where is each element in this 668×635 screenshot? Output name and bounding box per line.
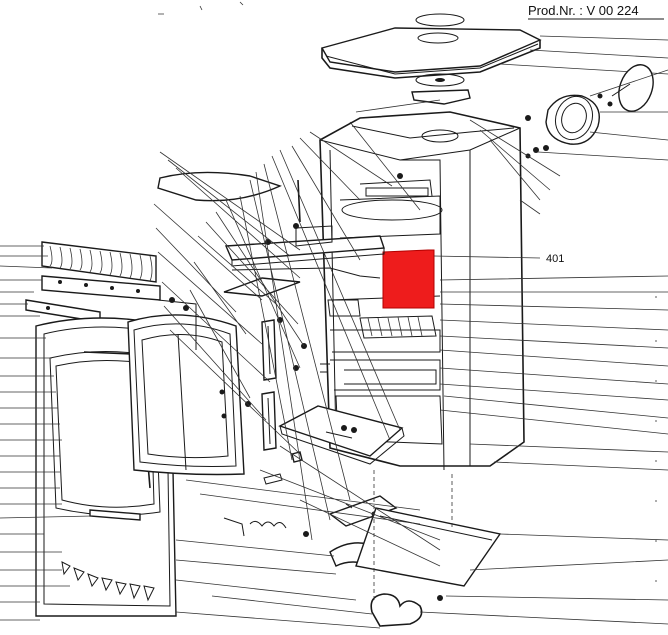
part-401-highlight	[382, 249, 435, 309]
door-rails	[157, 299, 277, 451]
left-leaders	[0, 245, 93, 621]
center-leaders	[291, 99, 441, 261]
right-leaders	[419, 119, 668, 625]
foot-bolt	[437, 595, 443, 601]
ash-pan	[278, 405, 405, 465]
leg-bracket	[370, 593, 423, 627]
flue-collar	[525, 64, 668, 161]
product-number: Prod.Nr. : V 00 224	[528, 3, 639, 18]
part-401-leader	[433, 255, 541, 259]
heat-grille	[25, 241, 161, 323]
bottom-leaders	[175, 445, 441, 629]
top-lid	[320, 13, 542, 79]
inner-door	[127, 314, 245, 476]
flue-ring	[411, 73, 471, 105]
callout-401: 401	[546, 253, 564, 265]
base-plate	[355, 507, 502, 587]
diagonal-leaders	[153, 149, 401, 541]
top-marks	[158, 1, 244, 15]
